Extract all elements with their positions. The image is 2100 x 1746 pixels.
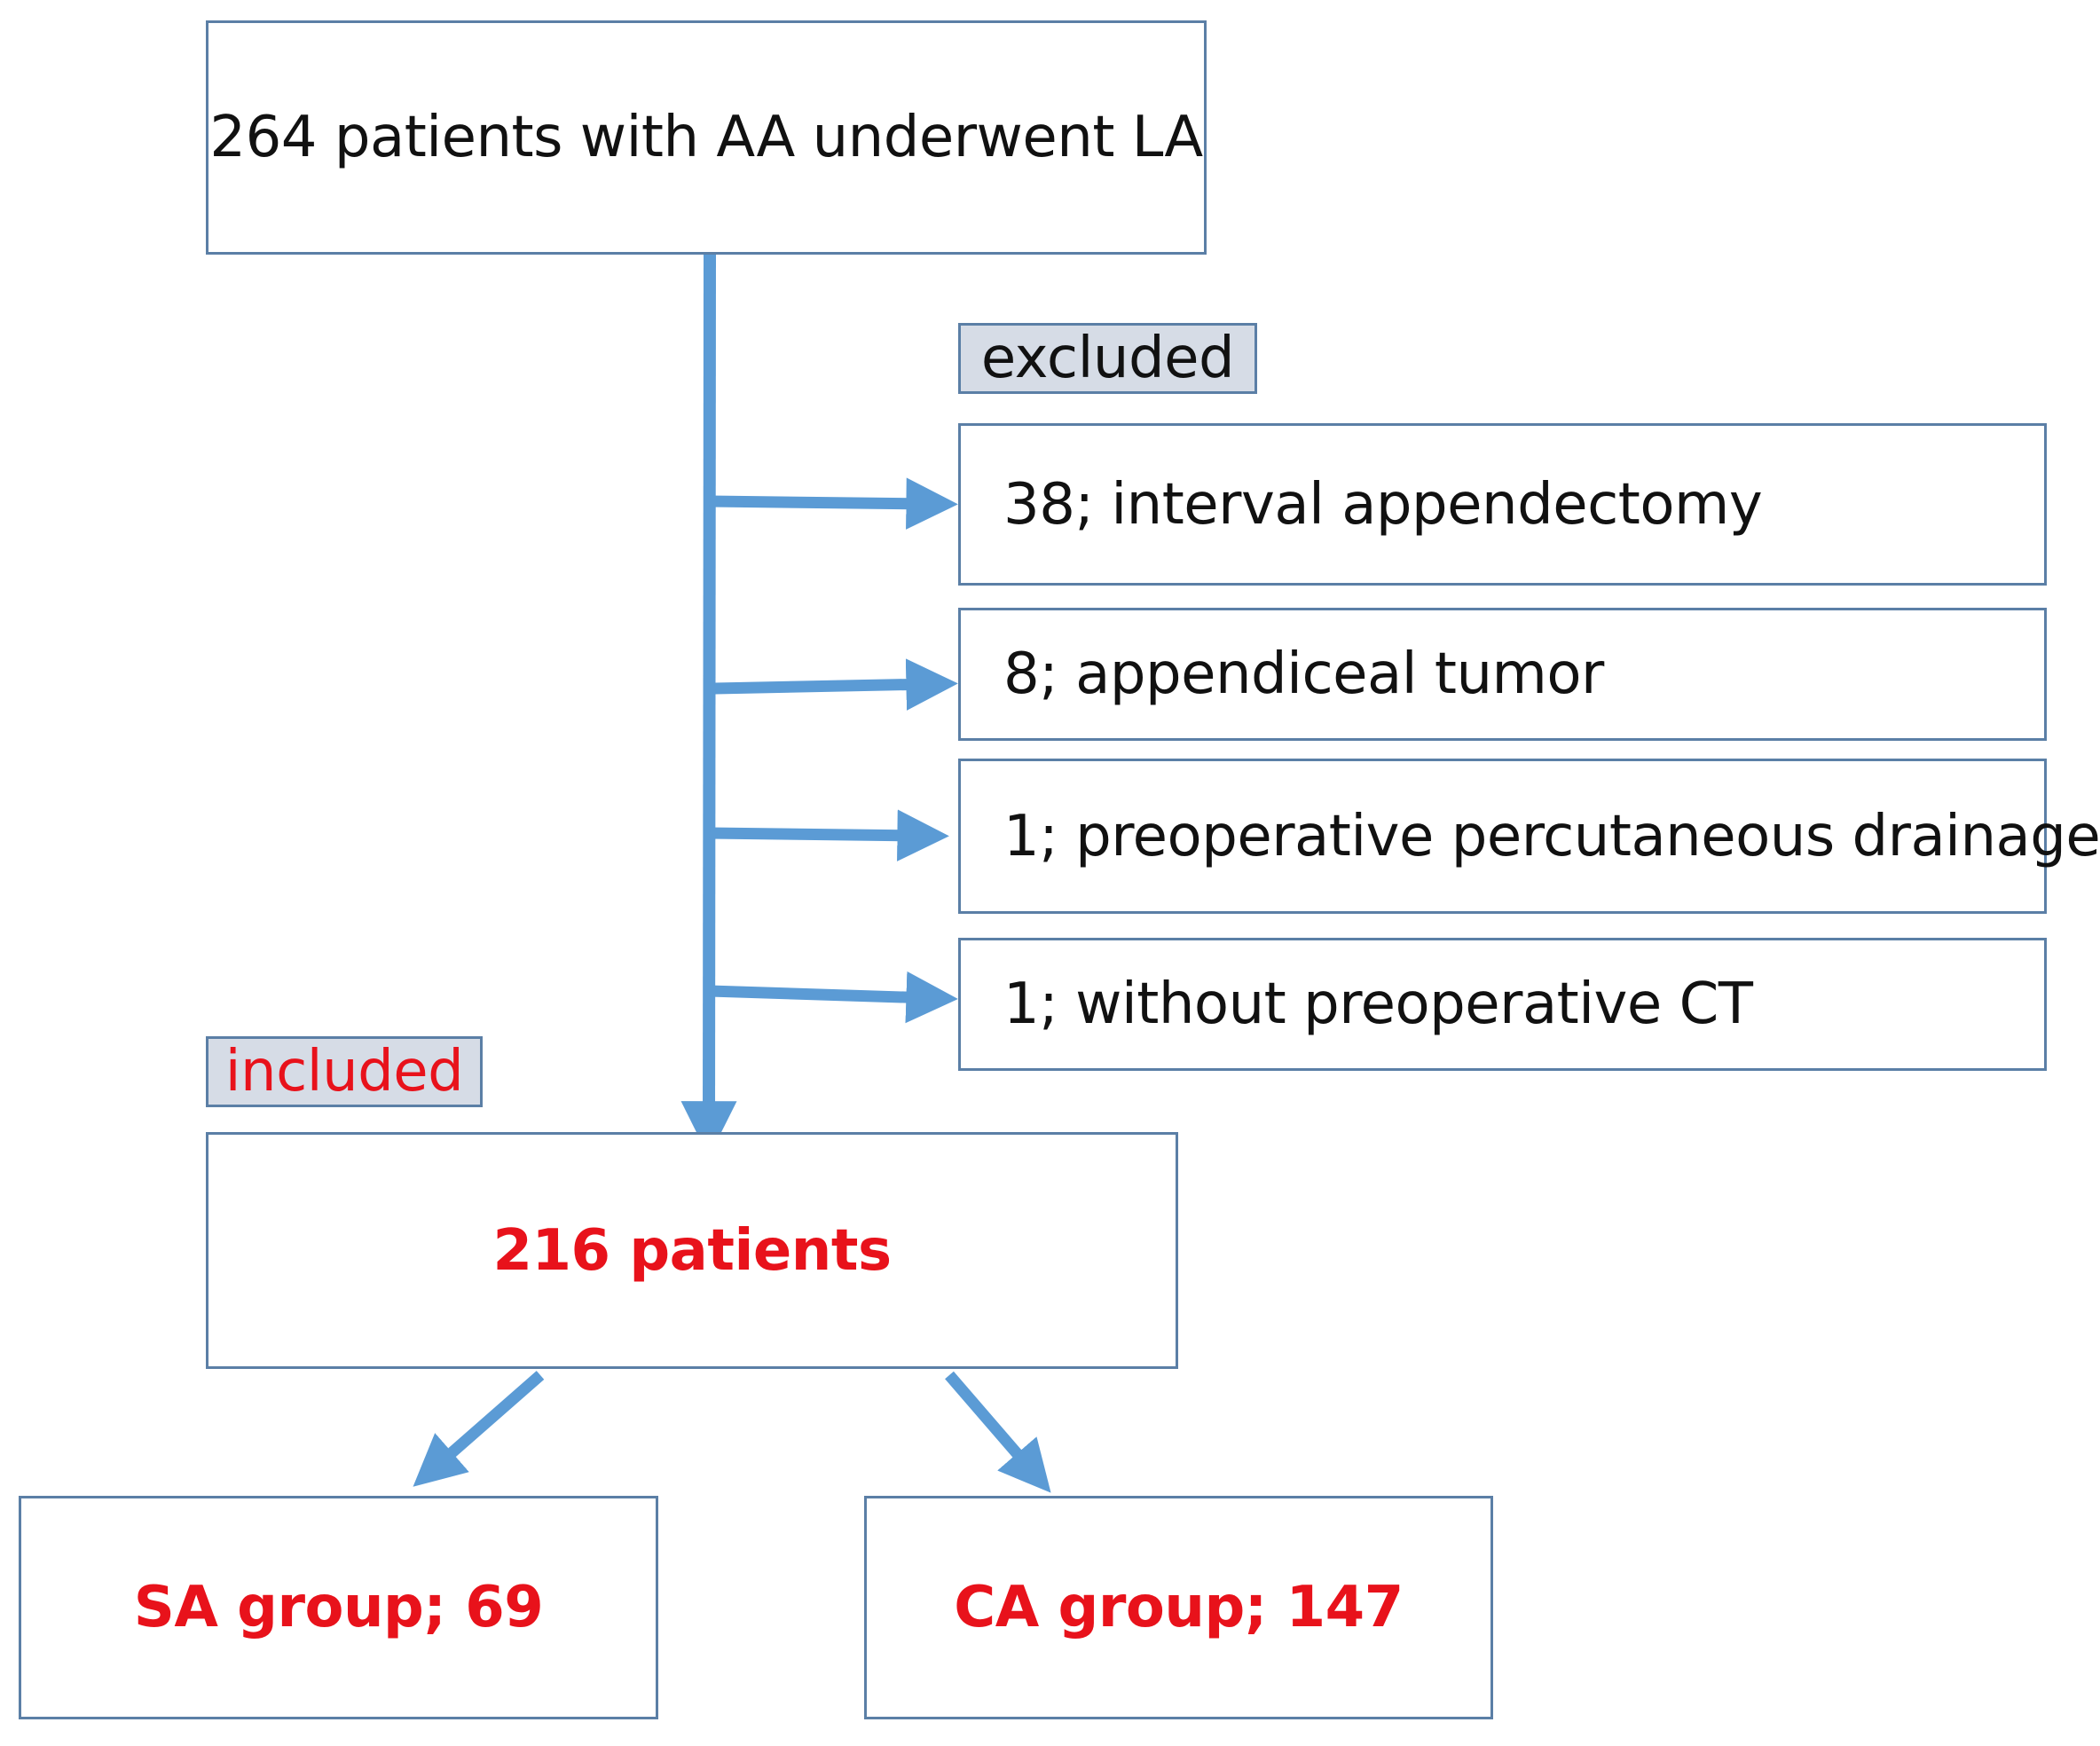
excluded-box-without-ct: 1; without preoperative CT (958, 938, 2047, 1071)
main-down-arrow (680, 254, 737, 1158)
included-population-text: 216 patients (492, 1217, 892, 1284)
excluded-label-text: excluded (980, 326, 1235, 391)
split-arrow-right (945, 1371, 1051, 1493)
excluded-box-percutaneous-drainage: 1; preoperative percutaneous drainage (958, 759, 2100, 914)
ca-group-text: CA group; 147 (954, 1575, 1404, 1640)
excluded-item-text: 1; without preoperative CT (1003, 971, 1753, 1037)
included-label: included (206, 1036, 483, 1107)
excluded-item-text: 8; appendiceal tumor (1003, 641, 1604, 707)
excluded-item-text: 1; preoperative percutaneous drainage (1003, 803, 2100, 869)
split-arrow-left (413, 1371, 545, 1487)
branch-arrow-3 (709, 809, 949, 861)
sa-group-box: SA group; 69 (19, 1496, 658, 1719)
source-population-text: 264 patients with AA underwent LA (209, 105, 1203, 170)
source-population-box: 264 patients with AA underwent LA (206, 20, 1207, 255)
sa-group-text: SA group; 69 (133, 1575, 544, 1640)
branch-arrow-2 (714, 658, 958, 711)
excluded-label: excluded (958, 323, 1257, 394)
included-population-box: 216 patients (206, 1132, 1178, 1369)
excluded-box-appendiceal-tumor: 8; appendiceal tumor (958, 608, 2047, 741)
excluded-box-interval-appendectomy: 38; interval appendectomy (958, 423, 2047, 586)
ca-group-box: CA group; 147 (864, 1496, 1493, 1719)
branch-arrow-1 (709, 477, 958, 530)
included-label-text: included (224, 1039, 464, 1105)
excluded-item-text: 38; interval appendectomy (1003, 471, 1763, 538)
branch-arrow-4 (709, 971, 958, 1024)
